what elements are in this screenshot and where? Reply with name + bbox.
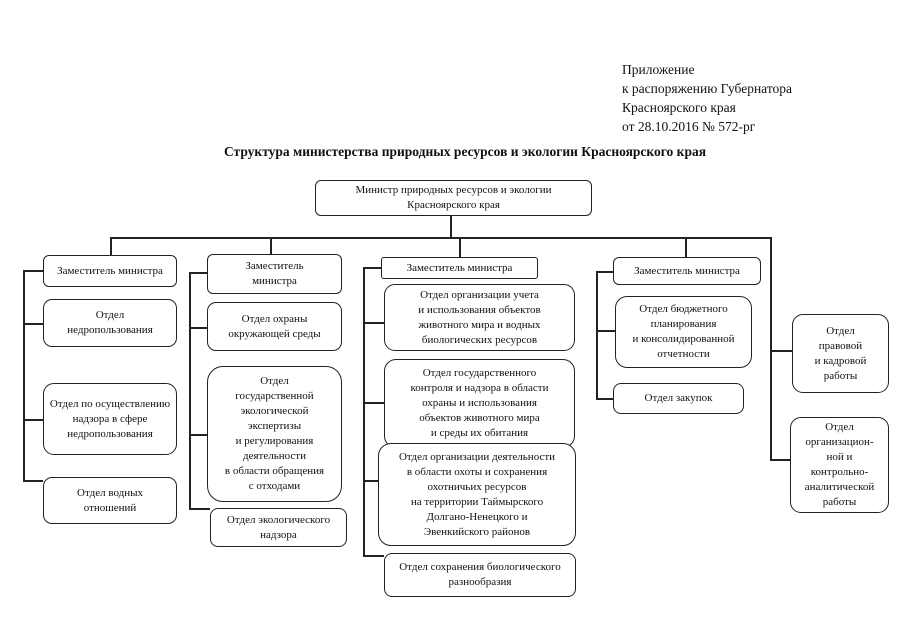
connector-col4-stub-b2 [596, 398, 613, 400]
connector-col2-stub-b1 [189, 327, 207, 329]
col1-dept-subsoil-supervision-box: Отдел по осуществлению надзора в сфере н… [43, 383, 177, 455]
connector-col2-stub-b2 [189, 434, 207, 436]
connector-drop-col2 [270, 237, 272, 254]
connector-drop-col1 [110, 237, 112, 255]
connector-col4-stub-deputy [596, 271, 613, 273]
connector-col3-stub-b3 [363, 480, 378, 482]
annotation-line: Приложение [622, 62, 695, 77]
connector-col4-stub-b1 [596, 330, 615, 332]
connector-right-stub-b2 [770, 459, 790, 461]
col3-dept-biodiversity-box: Отдел сохранения биологического разнообр… [384, 553, 576, 597]
connector-col3-stub-b4 [363, 555, 384, 557]
connector-col3-stub-b1 [363, 322, 384, 324]
col3-dept-hunting-box: Отдел организации деятельности в области… [378, 443, 576, 546]
connector-col1-spine [23, 270, 25, 480]
col2-dept-ecological-expertise-box: Отдел государственной экологической эксп… [207, 366, 342, 502]
annotation-line: Красноярского края [622, 100, 736, 115]
connector-col3-spine [363, 267, 365, 557]
col2-deputy-minister-box: Заместитель министра [207, 254, 342, 294]
col3-dept-wildlife-accounting-box: Отдел организации учета и использования … [384, 284, 575, 351]
col1-dept-subsoil-use-box: Отдел недропользования [43, 299, 177, 347]
connector-col3-stub-deputy [363, 267, 381, 269]
col4-deputy-minister-box: Заместитель министра [613, 257, 761, 285]
col3-dept-state-control-box: Отдел государственного контроля и надзор… [384, 359, 575, 448]
connector-right-stub-b1 [770, 350, 792, 352]
connector-col2-stub-deputy [189, 272, 207, 274]
col4-dept-budget-planning-box: Отдел бюджетного планирования и консолид… [615, 296, 752, 368]
minister-box: Министр природных ресурсов и экологии Кр… [315, 180, 592, 216]
connector-col1-stub-deputy [23, 270, 43, 272]
connector-col2-stub-b3 [189, 508, 210, 510]
document-annotation: Приложение к распоряжению Губернатора Кр… [622, 60, 792, 136]
connector-col2-spine [189, 272, 191, 509]
right-dept-organizational-analytical-box: Отдел организацион- ной и контрольно- ан… [790, 417, 889, 513]
col2-dept-ecological-supervision-box: Отдел экологического надзора [210, 508, 347, 547]
annotation-line: от 28.10.2016 № 572-рг [622, 119, 756, 134]
connector-col1-stub-b2 [23, 419, 43, 421]
connector-col1-stub-b3 [23, 480, 43, 482]
col2-dept-environment-protection-box: Отдел охраны окружающей среды [207, 302, 342, 351]
col4-dept-procurement-box: Отдел закупок [613, 383, 744, 414]
document-title: Структура министерства природных ресурсо… [223, 144, 707, 159]
right-dept-legal-personnel-box: Отдел правовой и кадровой работы [792, 314, 889, 393]
connector-drop-col4 [685, 237, 687, 257]
col3-deputy-minister-box: Заместитель министра [381, 257, 538, 279]
connector-trunk [110, 237, 771, 239]
connector-drop-col3 [459, 237, 461, 257]
connector-col4-spine [596, 271, 598, 400]
connector-right-spine [770, 237, 772, 460]
connector-col1-stub-b1 [23, 323, 43, 325]
connector-col3-stub-b2 [363, 402, 384, 404]
annotation-line: к распоряжению Губернатора [622, 81, 793, 96]
col1-deputy-minister-box: Заместитель министра [43, 255, 177, 287]
connector-minister-drop [450, 216, 452, 237]
col1-dept-water-relations-box: Отдел водных отношений [43, 477, 177, 524]
